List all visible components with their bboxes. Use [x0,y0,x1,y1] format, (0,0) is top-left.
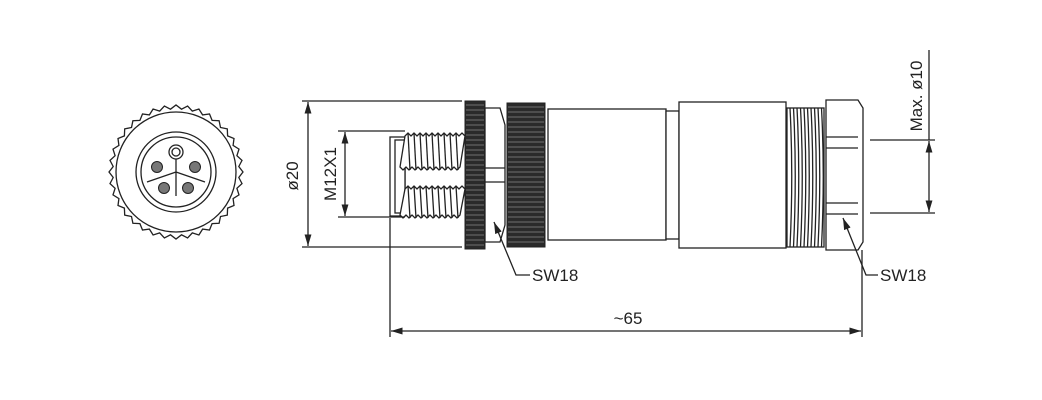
cable-max-label: Max. ø10 [907,61,926,132]
insert-ribs [146,159,206,196]
front-thread [389,132,466,219]
sw18-front-label: SW18 [532,266,578,285]
contact-pin [189,161,201,173]
coupling-nut-knurled [464,100,486,250]
body-sleeve [547,108,667,241]
front-view [108,104,244,240]
coding-key-inner [171,147,181,157]
socket-insert [140,136,212,208]
dimension-cable-max: Max. ø10 [870,50,935,214]
length-label: ~65 [614,309,643,328]
side-view [389,99,864,251]
contact-pin [151,161,163,173]
rear-thread [786,107,825,248]
coding-key [168,144,184,160]
hex-section [484,107,506,243]
dimension-length: ~65 [389,218,863,337]
knurled-grip [506,102,546,248]
thread-m12-label: M12X1 [321,147,340,201]
sw18-rear-label: SW18 [880,266,926,285]
outer-ring [115,111,237,233]
body-step [665,110,680,240]
callout-sw18-front: SW18 [493,221,578,285]
pressure-nut-hex [825,99,864,251]
diameter-20-label: ø20 [283,161,302,190]
contact-pin [158,182,170,194]
dimension-diameter-20: ø20 [283,100,462,248]
callout-sw18-rear: SW18 [842,217,926,285]
dimension-thread-m12: M12X1 [321,130,405,218]
body-housing [678,101,787,249]
contact-pin [182,182,194,194]
